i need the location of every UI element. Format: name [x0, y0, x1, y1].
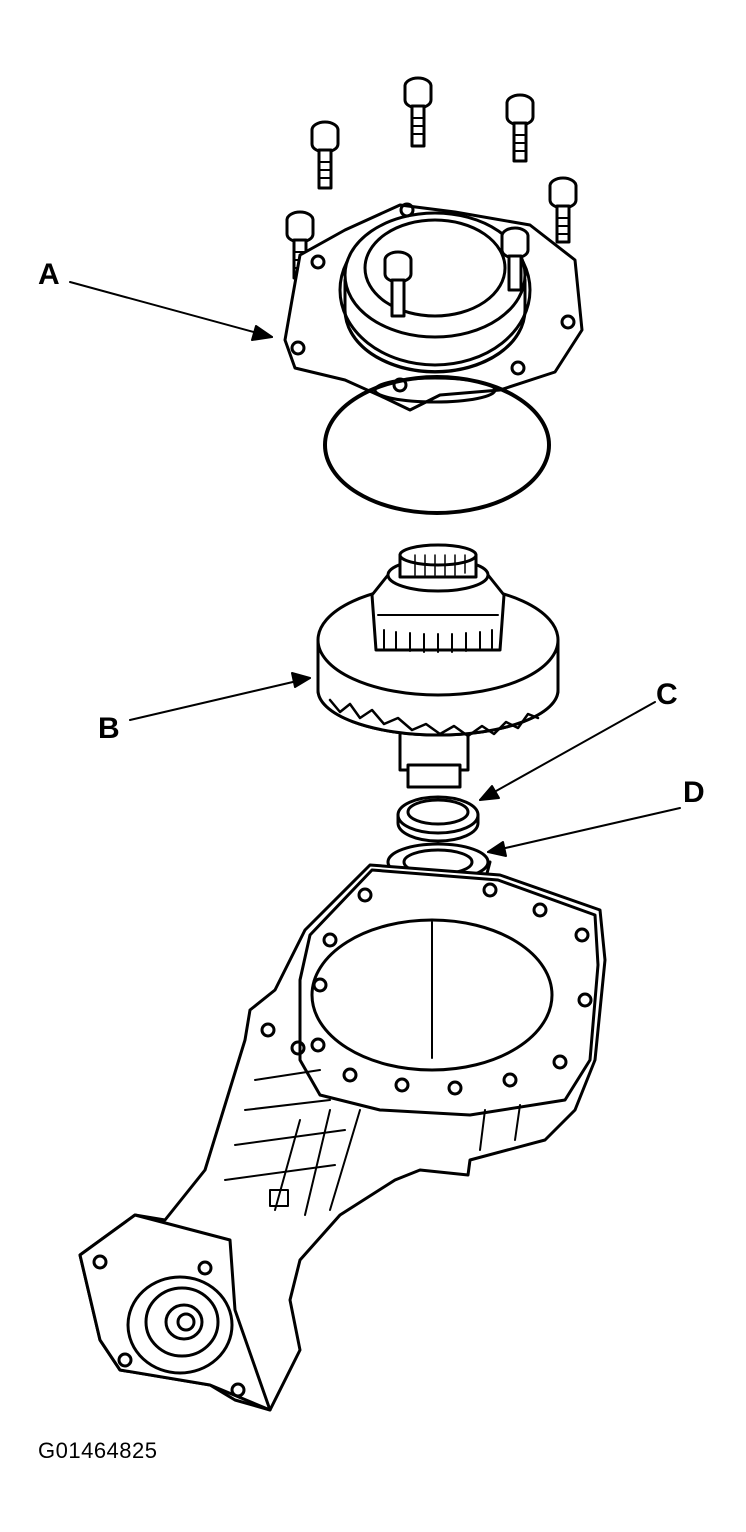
- leader-arrow-b: [129, 672, 311, 721]
- leader-arrow-c: [479, 701, 656, 801]
- bolt: [310, 120, 340, 190]
- bearing-housing: [283, 202, 584, 412]
- leader-lines: [69, 281, 681, 857]
- seated-bolts: [383, 226, 530, 318]
- bolt: [403, 76, 433, 148]
- figure-id: G01464825: [38, 1438, 158, 1463]
- ring-gear-assembly: [316, 543, 560, 789]
- leader-arrow-a: [69, 281, 273, 341]
- o-ring: [323, 375, 551, 515]
- mounting-bolts: [285, 76, 578, 280]
- callout-d: D: [683, 776, 705, 809]
- bolt: [500, 226, 530, 292]
- callout-b: B: [98, 712, 120, 745]
- bolt: [548, 176, 578, 244]
- shim: [396, 795, 480, 843]
- bolt: [383, 250, 413, 318]
- callout-a: A: [38, 258, 60, 291]
- differential-carrier: [78, 863, 607, 1412]
- callout-c: C: [656, 678, 678, 711]
- bolt: [505, 93, 535, 163]
- leader-arrow-d: [487, 807, 681, 857]
